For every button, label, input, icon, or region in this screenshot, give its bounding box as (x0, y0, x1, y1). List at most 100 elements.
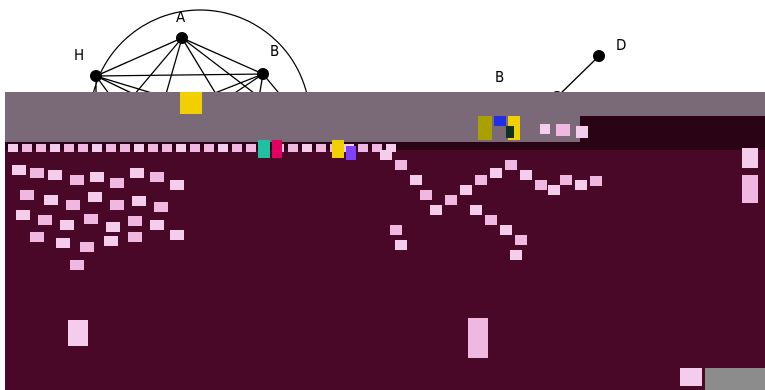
glitch-tile-left (170, 230, 184, 240)
glitch-tile-color (506, 126, 514, 138)
glitch-tile-top (36, 144, 46, 152)
glitch-tile-left (90, 172, 104, 182)
glitch-tile-top (302, 144, 312, 152)
glitch-tile-color (258, 140, 270, 158)
glitch-tile-color (576, 126, 588, 138)
glitch-tile-mid (515, 235, 527, 245)
glitch-tile-mid (535, 180, 547, 190)
glitch-tile-right (742, 148, 758, 168)
glitch-tile-top (246, 144, 256, 152)
glitch-tile-color (272, 140, 282, 158)
label-right-D: D (616, 36, 626, 54)
glitch-tile-left (66, 200, 80, 210)
glitch-tile-mid (410, 175, 422, 185)
glitch-tile-left (154, 202, 168, 212)
glitch-tile-mid (445, 195, 457, 205)
glitch-tile-color (494, 116, 506, 126)
glitch-tile-left (132, 196, 146, 206)
node-right-D (593, 50, 605, 62)
glitch-tile-mid (560, 175, 572, 185)
glitch-tile-color (180, 92, 202, 114)
glitch-tile-top (288, 144, 298, 152)
glitch-tile-color (478, 116, 492, 140)
glitch-tile-mid (500, 225, 512, 235)
glitch-tile-top (232, 144, 242, 152)
glitch-tile-left (44, 195, 58, 205)
glitch-tile-color (346, 146, 356, 160)
glitch-tile-mid (395, 240, 407, 250)
glitch-tile-mid (520, 170, 532, 180)
glitch-tile-top (190, 144, 200, 152)
glitch-tile-top (218, 144, 228, 152)
glitch-tile-mid (548, 185, 560, 195)
corruption-overlay (5, 92, 765, 390)
glitch-tile-left (110, 178, 124, 188)
glitch-tile-mid (395, 160, 407, 170)
glitch-tile-left (20, 190, 34, 200)
glitch-tile-top (106, 144, 116, 152)
label-A: A (176, 8, 186, 26)
glitch-tile-mid (470, 205, 482, 215)
glitch-tile-left (170, 180, 184, 190)
glitch-tile-mid (510, 250, 522, 260)
glitch-tile-low (68, 320, 88, 346)
gray-tile-bottom-right (705, 368, 765, 390)
glitch-tile-mid (475, 175, 487, 185)
glitch-tile-top (120, 144, 130, 152)
glitch-tile-color (332, 140, 344, 158)
glitch-tile-left (70, 260, 84, 270)
glitch-tile-top (204, 144, 214, 152)
node-B (257, 68, 269, 80)
glitch-tile-low (680, 368, 702, 386)
glitch-tile-top (162, 144, 172, 152)
glitch-tile-left (110, 200, 124, 210)
glitch-tile-left (128, 216, 142, 226)
glitch-tile-left (16, 210, 30, 220)
dark-strip-top (5, 142, 765, 150)
glitch-tile-top (148, 144, 158, 152)
glitch-tile-top (316, 144, 326, 152)
glitch-tile-mid (485, 215, 497, 225)
glitch-tile-mid (460, 185, 472, 195)
glitch-tile-left (150, 220, 164, 230)
glitch-tile-left (80, 242, 94, 252)
glitch-tile-color (540, 124, 550, 134)
glitch-tile-left (130, 168, 144, 178)
glitch-tile-color (556, 124, 570, 136)
glitch-tile-mid (420, 190, 432, 200)
node-H (90, 70, 102, 82)
glitch-tile-left (128, 232, 142, 242)
glitch-tile-left (30, 232, 44, 242)
glitch-tile-mid (505, 160, 517, 170)
glitch-tile-top (78, 144, 88, 152)
glitch-tile-top (22, 144, 32, 152)
node-A (176, 32, 188, 44)
dark-strip-right (580, 116, 765, 142)
glitch-tile-left (88, 192, 102, 202)
glitch-tile-top (50, 144, 60, 152)
glitch-tile-mid (575, 180, 587, 190)
glitch-tile-mid (430, 205, 442, 215)
glitch-tile-top (8, 144, 18, 152)
glitch-tile-left (56, 238, 70, 248)
glitch-tile-left (150, 172, 164, 182)
glitch-tile-left (84, 214, 98, 224)
glitch-tile-mid (380, 150, 392, 160)
label-H: H (74, 46, 84, 64)
label-B: B (270, 42, 279, 60)
glitch-tile-left (60, 220, 74, 230)
glitch-tile-left (70, 175, 84, 185)
glitch-tile-top (358, 144, 368, 152)
glitch-tile-top (176, 144, 186, 152)
glitch-tile-top (64, 144, 74, 152)
glitch-tile-right (742, 175, 758, 203)
glitch-tile-left (38, 215, 52, 225)
glitch-tile-top (92, 144, 102, 152)
glitch-tile-top (134, 144, 144, 152)
glitch-tile-mid (490, 168, 502, 178)
label-right-B: B (495, 68, 504, 86)
glitch-tile-left (12, 165, 26, 175)
glitch-tile-left (106, 222, 120, 232)
glitch-tile-left (30, 168, 44, 178)
